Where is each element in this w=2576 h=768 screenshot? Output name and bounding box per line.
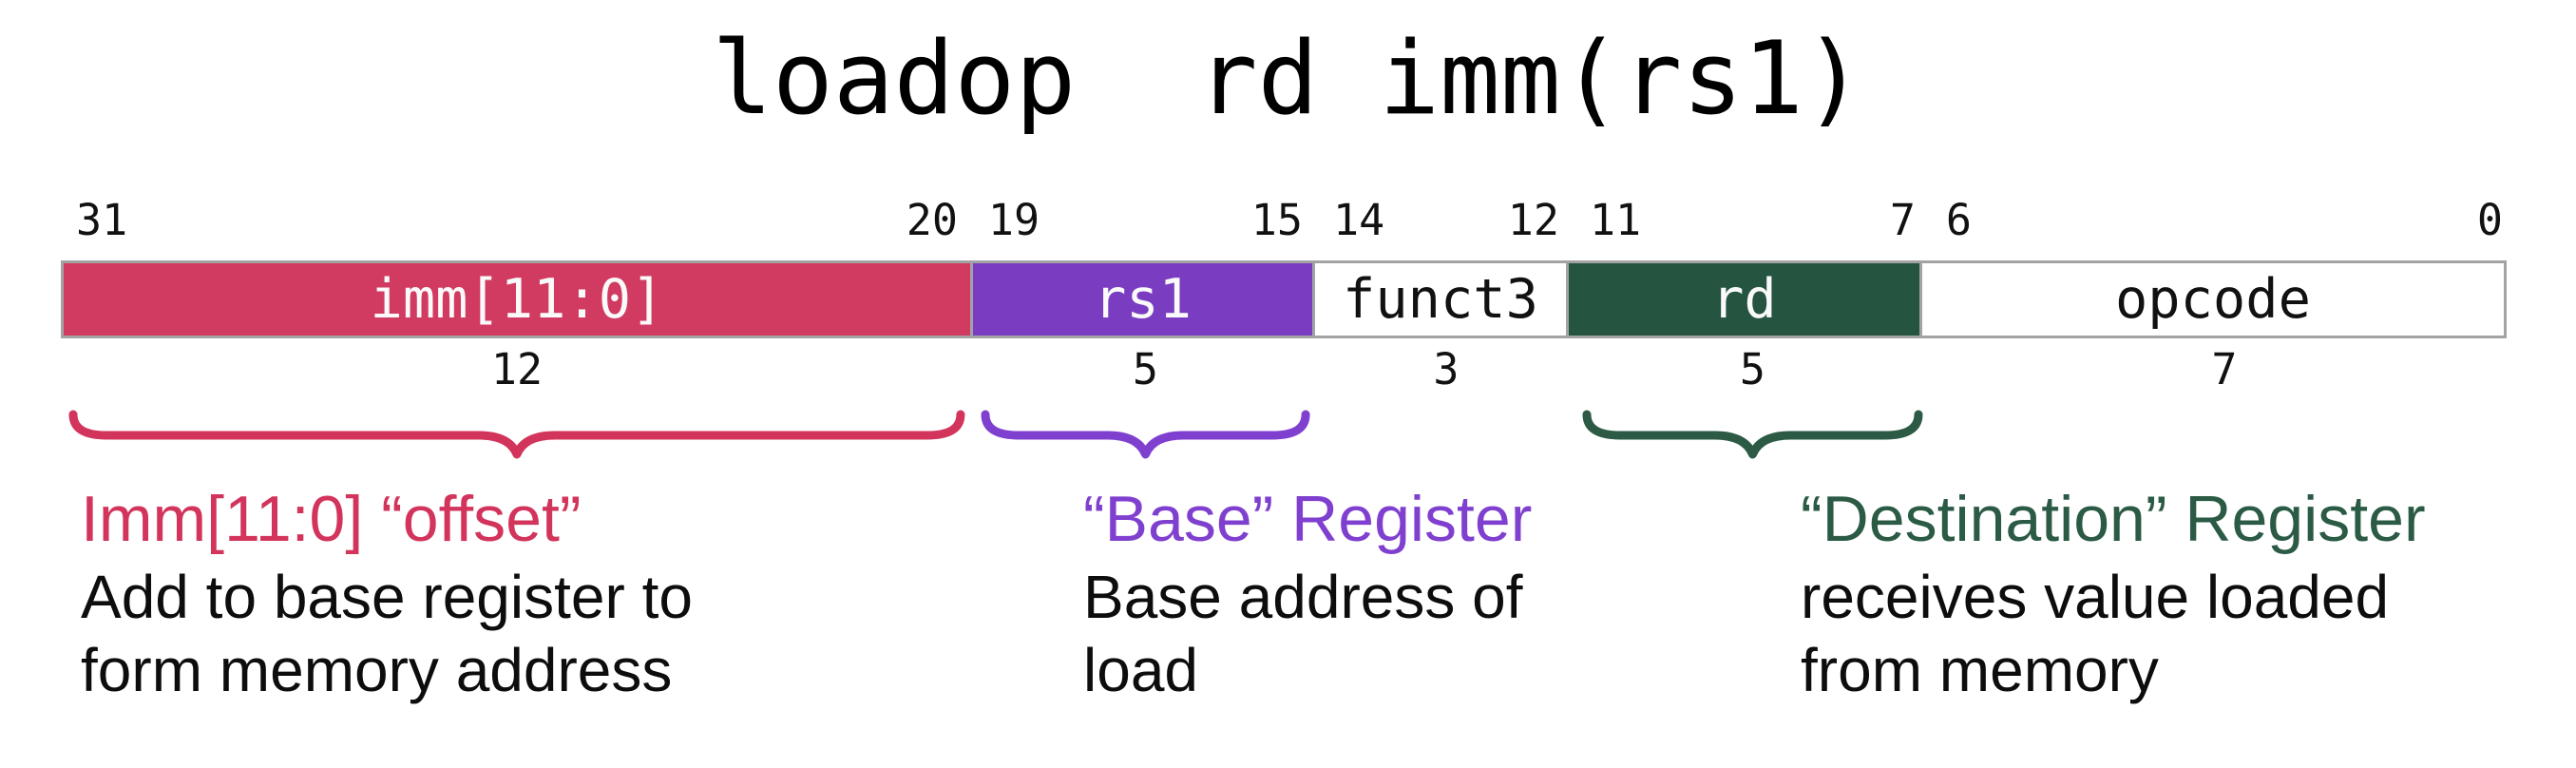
bit-range-rd: 11 7 bbox=[1574, 195, 1931, 249]
underbrace-imm bbox=[68, 410, 965, 459]
brace-row bbox=[61, 407, 2518, 466]
bit-lo-opcode: 0 bbox=[2476, 195, 2503, 245]
underbrace-rd bbox=[1582, 410, 1923, 459]
annotation-offset-heading: Imm[11:0] “offset” bbox=[81, 483, 582, 555]
annotation-base-line-2: load bbox=[1083, 636, 1198, 704]
field-rd: rd bbox=[1565, 260, 1922, 338]
annotation-base-heading: “Base” Register bbox=[1083, 483, 1533, 555]
bit-range-funct3: 14 12 bbox=[1318, 195, 1574, 249]
bit-lo-rd: 7 bbox=[1889, 195, 1916, 245]
annotation-offset: Imm[11:0] “offset” Add to base register … bbox=[81, 481, 693, 707]
field-imm: imm[11:0] bbox=[61, 260, 973, 338]
bit-hi-opcode: 6 bbox=[1945, 195, 1973, 245]
bit-lo-funct3: 12 bbox=[1507, 195, 1559, 245]
field-width-imm: 12 bbox=[490, 344, 544, 394]
bit-width-row: 12 5 3 5 7 bbox=[61, 344, 2518, 394]
underbrace-rs1 bbox=[981, 410, 1310, 459]
field-width-opcode: 7 bbox=[2211, 344, 2238, 394]
field-width-rd: 5 bbox=[1739, 344, 1765, 394]
field-width-rs1: 5 bbox=[1132, 344, 1158, 394]
annotation-destination-line-2: from memory bbox=[1801, 636, 2159, 704]
annotation-base-line-1: Base address of bbox=[1083, 563, 1523, 631]
bit-range-imm: 31 20 bbox=[61, 195, 973, 249]
bit-hi-rs1: 19 bbox=[987, 195, 1040, 245]
annotation-destination-heading: “Destination” Register bbox=[1801, 483, 2426, 555]
annotation-offset-line-2: form memory address bbox=[81, 636, 673, 704]
bit-hi-rd: 11 bbox=[1589, 195, 1642, 245]
instruction-title: loadop rd imm(rs1) bbox=[712, 20, 1864, 137]
bit-hi-funct3: 14 bbox=[1332, 195, 1385, 245]
field-opcode: opcode bbox=[1918, 260, 2507, 338]
bit-lo-imm: 20 bbox=[906, 195, 958, 245]
field-width-funct3: 3 bbox=[1433, 344, 1460, 394]
field-funct3: funct3 bbox=[1311, 260, 1569, 338]
field-rs1: rs1 bbox=[969, 260, 1315, 338]
bit-hi-imm: 31 bbox=[76, 195, 128, 245]
annotation-destination-line-1: receives value loaded bbox=[1801, 563, 2390, 631]
annotation-offset-line-1: Add to base register to bbox=[81, 563, 693, 631]
annotation-destination: “Destination” Register receives value lo… bbox=[1801, 481, 2426, 707]
bit-lo-rs1: 15 bbox=[1250, 195, 1303, 245]
